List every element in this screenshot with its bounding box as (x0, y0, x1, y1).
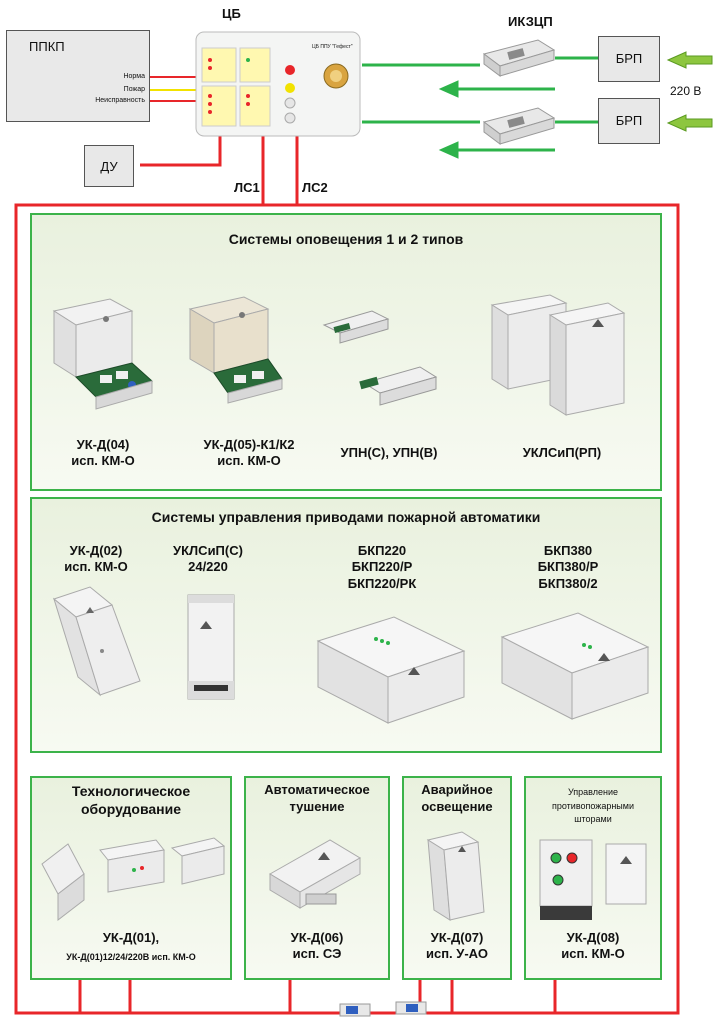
ppkp-box: ППКП Норма Пожар Неисправность (6, 30, 150, 122)
caption-uklsip-s-line2: 24/220 (188, 559, 228, 575)
loop-connector-right (392, 998, 432, 1020)
caption-uk-d01-line1: УК-Д(01), (102, 930, 160, 945)
caption-uk-d08-line1: УК-Д(08) (566, 930, 620, 945)
caption-uk-d04: УК-Д(04) исп. КМ-О (38, 437, 168, 470)
panel-tech-title-line2: оборудование (80, 801, 182, 818)
caption-uk-d07: УК-Д(07) исп. У-АО (404, 930, 510, 963)
device-uklsip-s (182, 589, 242, 709)
panel-emergency-title-line2: освещение (421, 798, 493, 814)
ppkp-signal-label-2: Пожар (123, 86, 145, 93)
caption-bkp380: БКП380 БКП380/Р БКП380/2 (508, 543, 628, 592)
caption-uk-d01: УК-Д(01), УК-Д(01)12/24/220В исп. КМ-О (32, 930, 230, 964)
ls1-label: ЛС1 (234, 180, 260, 195)
device-uk-d06 (266, 834, 376, 924)
du-box: ДУ (84, 145, 134, 187)
device-uk-d05 (182, 295, 292, 415)
panel-auto-extinguishing: Автоматическое тушение УК-Д(06) исп. СЭ (244, 776, 390, 980)
caption-uklsip-rp: УКЛСиП(РП) (492, 445, 632, 461)
caption-uklsip-rp-line1: УКЛСиП(РП) (522, 445, 602, 460)
brp-box-bottom: БРП (598, 98, 660, 144)
voltage-label: 220 В (670, 84, 702, 98)
brp-box-top: БРП (598, 36, 660, 82)
cb-device: ЦБ ППУ "Гефест" (194, 30, 362, 138)
caption-uk-d08: УК-Д(08) исп. КМ-О (526, 930, 660, 963)
ikzcp-label: ИКЗЦП (508, 14, 553, 29)
caption-upn-line1: УПН(С), УПН(В) (340, 445, 438, 460)
caption-bkp220-line1: БКП220 (357, 543, 407, 558)
panel-tech-equipment: Технологическое оборудование УК-Д(01), У… (30, 776, 232, 980)
ikzcp-device-top (478, 36, 558, 80)
caption-bkp380-line1: БКП380 (543, 543, 593, 558)
caption-uklsip-s: УКЛСиП(С) 24/220 (158, 543, 258, 576)
caption-uk-d01-line2: УК-Д(01)12/24/220В исп. КМ-О (66, 952, 196, 963)
caption-uk-d05: УК-Д(05)-К1/К2 исп. КМ-О (174, 437, 324, 470)
cb-device-title: ЦБ ППУ "Гефест" (312, 44, 353, 50)
cb-label: ЦБ (222, 6, 241, 21)
caption-bkp380-line3: БКП380/2 (538, 575, 598, 591)
caption-uk-d04-line1: УК-Д(04) (76, 437, 130, 452)
caption-upn: УПН(С), УПН(В) (324, 445, 454, 461)
panel-warning-systems: Системы оповещения 1 и 2 типов (30, 213, 662, 491)
panel-fire-curtains: Управление противопожарными шторами УК-Д… (524, 776, 662, 980)
power-arrow-top (666, 51, 713, 69)
caption-bkp220-line3: БКП220/РК (347, 575, 417, 591)
device-bkp220 (314, 611, 474, 741)
loop-connector-left (336, 1000, 376, 1022)
panel-auto-title: Автоматическое тушение (246, 782, 388, 816)
caption-bkp220: БКП220 БКП220/Р БКП220/РК (322, 543, 442, 592)
panel-tech-title-line1: Технологическое (71, 783, 191, 799)
device-uk-d07 (422, 830, 502, 926)
panel-curtains-title: Управление противопожарными шторами (526, 786, 660, 827)
brp-label-bottom: БРП (615, 113, 643, 128)
caption-uk-d08-line2: исп. КМ-О (561, 946, 625, 962)
caption-uk-d07-line2: исп. У-АО (425, 946, 489, 962)
ppkp-label: ППКП (29, 39, 65, 54)
green-arrow-bottom (438, 141, 555, 159)
panel-auto-title-line2: тушение (289, 798, 345, 814)
caption-bkp220-line2: БКП220/Р (351, 559, 413, 575)
panel-emergency-title-line1: Аварийное (421, 782, 493, 797)
caption-uklsip-s-line1: УКЛСиП(С) (173, 543, 243, 558)
caption-uk-d02-line1: УК-Д(02) (69, 543, 123, 558)
ikzcp-device-bottom (478, 104, 558, 148)
panel-warning-title: Системы оповещения 1 и 2 типов (228, 231, 464, 247)
caption-uk-d04-line2: исп. КМ-О (71, 453, 135, 469)
caption-uk-d05-line1: УК-Д(05)-К1/К2 (203, 437, 295, 452)
caption-uk-d06-line2: исп. СЭ (292, 946, 342, 962)
caption-bkp380-line2: БКП380/Р (537, 559, 599, 575)
device-uk-d04 (48, 297, 158, 417)
caption-uk-d02: УК-Д(02) исп. КМ-О (36, 543, 156, 576)
device-uk-d08 (534, 834, 658, 928)
panel-actuator-control: Системы управления приводами пожарной ав… (30, 497, 662, 753)
panel-curtains-title-line3: шторами (574, 814, 612, 824)
device-uklsip-rp (480, 293, 630, 423)
panel-emergency-lighting: Аварийное освещение УК-Д(07) исп. У-АО (402, 776, 512, 980)
panel-tech-title: Технологическое оборудование (32, 782, 230, 818)
panel-auto-title-line1: Автоматическое (264, 782, 370, 797)
device-uk-d01 (38, 834, 228, 924)
device-upn (320, 303, 440, 423)
device-bkp380 (498, 607, 658, 737)
caption-uk-d06-line1: УК-Д(06) (290, 930, 344, 945)
du-label: ДУ (100, 159, 118, 174)
ppkp-signal-label-3: Неисправность (95, 97, 145, 104)
power-arrow-bottom (666, 114, 713, 132)
panel-curtains-title-line1: Управление (567, 787, 619, 797)
brp-label-top: БРП (615, 51, 643, 66)
green-arrow-top (438, 80, 555, 98)
panel-emergency-title: Аварийное освещение (404, 782, 510, 816)
caption-uk-d05-line2: исп. КМ-О (217, 453, 281, 469)
panel-actuator-title: Системы управления приводами пожарной ав… (151, 509, 541, 525)
caption-uk-d07-line1: УК-Д(07) (430, 930, 484, 945)
ppkp-signal-label-1: Норма (123, 73, 145, 80)
ls2-label: ЛС2 (302, 180, 328, 195)
caption-uk-d02-line2: исп. КМ-О (64, 559, 128, 575)
caption-uk-d06: УК-Д(06) исп. СЭ (246, 930, 388, 963)
panel-curtains-title-line2: противопожарными (552, 800, 634, 811)
device-uk-d02 (50, 585, 160, 705)
du-line (140, 135, 222, 167)
